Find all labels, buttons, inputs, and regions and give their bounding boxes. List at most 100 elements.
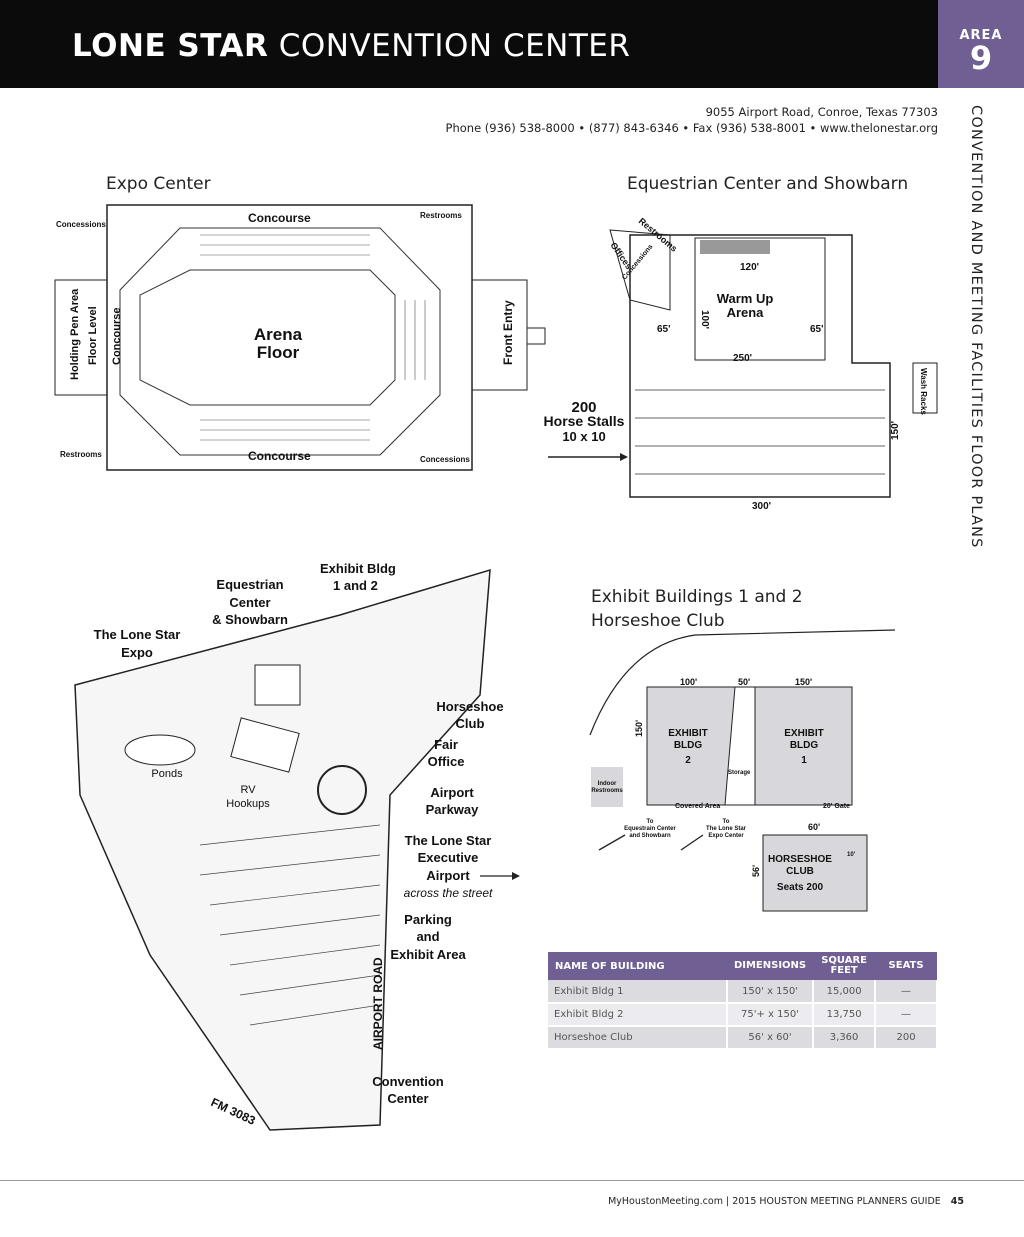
- to-eq-2: Equestrain Center: [624, 826, 676, 832]
- label-concourse: Concourse: [248, 211, 311, 225]
- to-eq-1: To: [647, 819, 654, 825]
- label-exec-3: Airport: [426, 868, 470, 883]
- label-expo-2: Expo: [121, 645, 153, 660]
- label-rv-1: RV: [240, 784, 256, 796]
- label-convention-2: Center: [387, 1091, 428, 1106]
- phone-fax-web: Phone (936) 538-8000 • (877) 843-6346 • …: [445, 121, 938, 135]
- equestrian-title: Equestrian Center and Showbarn: [627, 174, 909, 194]
- label-exec-1: The Lone Star: [405, 833, 492, 848]
- label-floor: Floor: [257, 343, 300, 362]
- b1-3: 1: [801, 755, 807, 766]
- col-square-feet: SQUARE FEET: [813, 952, 876, 980]
- cell: Exhibit Bldg 1: [548, 980, 728, 1004]
- label-storage: Storage: [728, 770, 751, 776]
- label-arena: Arena: [727, 305, 765, 320]
- col-seats: SEATS: [875, 952, 937, 980]
- label-parking-2: and: [416, 929, 439, 944]
- label-pkwy-1: Airport: [430, 785, 474, 800]
- page-title: LONE STAR CONVENTION CENTER: [72, 28, 630, 64]
- dim-10: 10': [847, 852, 856, 858]
- stalls-grid: [635, 389, 885, 475]
- equestrian-floorplan: Restrooms Offices Concessions 120' 100' …: [544, 216, 938, 512]
- page-number: 45: [950, 1196, 964, 1207]
- footer-text: MyHoustonMeeting.com | 2015 HOUSTON MEET…: [608, 1196, 941, 1207]
- cell: —: [875, 1003, 938, 1027]
- label-exhibit-2: 1 and 2: [333, 578, 378, 593]
- footer: MyHoustonMeeting.com | 2015 HOUSTON MEET…: [608, 1196, 964, 1207]
- b2-1: EXHIBIT: [668, 728, 707, 739]
- cell: 56' x 60': [726, 1026, 815, 1050]
- cell: 150' x 150': [726, 980, 815, 1004]
- col-name: NAME OF BUILDING: [548, 952, 727, 980]
- label-concessions-br: Concessions: [420, 455, 470, 464]
- cell: 13,750: [813, 1003, 877, 1027]
- cell: Exhibit Bldg 2: [548, 1003, 728, 1027]
- header-bar: LONE STAR CONVENTION CENTER: [0, 0, 938, 88]
- label-stalls-count: 200: [571, 399, 596, 416]
- label-stall-size: 10 x 10: [562, 429, 605, 444]
- dim-250: 250': [733, 353, 752, 364]
- hs-1: HORSESHOE: [768, 854, 832, 865]
- label-horseshoe-2: Club: [456, 716, 485, 731]
- arrow-icon: [512, 872, 520, 880]
- label-horse-stalls: Horse Stalls: [544, 413, 625, 429]
- exhibit-title-1: Exhibit Buildings 1 and 2: [591, 587, 803, 607]
- hs-2: CLUB: [786, 866, 814, 877]
- label-holding-pen: Holding Pen Area: [69, 288, 81, 380]
- title-rest: CONVENTION CENTER: [278, 28, 631, 64]
- to-eq-3: and Showbarn: [629, 833, 671, 839]
- b1-2: BLDG: [790, 740, 819, 751]
- label-equestrian-1: Equestrian: [216, 577, 283, 592]
- dim-56: 56': [751, 865, 761, 877]
- cell: 3,360: [813, 1026, 877, 1050]
- label-restrooms-bl: Restrooms: [60, 450, 102, 459]
- label-across: across the street: [404, 886, 493, 900]
- arrow-icon: [598, 834, 626, 851]
- label-arena: Arena: [254, 325, 303, 344]
- to-expo-2: The Lone Star: [706, 826, 747, 832]
- label-airport-road: AIRPORT ROAD: [371, 957, 385, 1050]
- label-restrooms: Restrooms: [420, 211, 462, 220]
- dim-60: 60': [808, 822, 820, 832]
- address: 9055 Airport Road, Conroe, Texas 77303: [705, 105, 938, 119]
- label-equestrian-2: Center: [229, 595, 270, 610]
- indoor-1: Indoor: [598, 781, 617, 787]
- label-concessions: Concessions: [56, 220, 106, 229]
- label-parking-3: Exhibit Area: [390, 947, 466, 962]
- cell: 200: [875, 1026, 938, 1050]
- label-exec-2: Executive: [418, 850, 479, 865]
- label-ponds: Ponds: [151, 768, 183, 780]
- label-gate: 20' Gate: [823, 803, 850, 810]
- label-floor-level: Floor Level: [87, 306, 99, 365]
- label-exhibit-1: Exhibit Bldg: [320, 561, 396, 576]
- dim-120: 120': [740, 262, 759, 273]
- col-dimensions: DIMENSIONS: [726, 952, 814, 980]
- label-concourse-left: Concourse: [111, 308, 123, 365]
- site-map: Exhibit Bldg 1 and 2 Equestrian Center &…: [74, 561, 520, 1131]
- label-warm-up: Warm Up: [717, 291, 774, 306]
- title-bold: LONE STAR: [72, 28, 269, 64]
- dim-150v: 150': [634, 720, 644, 737]
- label-pkwy-2: Parkway: [426, 802, 480, 817]
- label-parking-1: Parking: [404, 912, 452, 927]
- contact-info: 9055 Airport Road, Conroe, Texas 77303 P…: [446, 104, 938, 136]
- expo-center-floorplan: Concessions Concourse Restrooms Holding …: [54, 204, 546, 471]
- label-concourse-bottom: Concourse: [248, 449, 311, 463]
- label-fair-1: Fair: [434, 737, 458, 752]
- footer-divider: [0, 1180, 1024, 1181]
- exhibit-floorplan: 100' 50' 150' 150' EXHIBIT BLDG 2 EXHIBI…: [589, 629, 896, 912]
- b2-3: 2: [685, 755, 691, 766]
- dim-100: 100': [680, 677, 697, 687]
- hs-3: Seats 200: [777, 882, 824, 893]
- indoor-2: Restrooms: [591, 788, 623, 794]
- arrow-icon: [680, 834, 704, 851]
- dim-100: 100': [699, 310, 710, 329]
- exhibit-title-2: Horseshoe Club: [591, 611, 725, 631]
- expo-title: Expo Center: [106, 174, 211, 194]
- label-covered: Covered Area: [675, 803, 720, 810]
- to-expo-3: Expo Center: [708, 833, 744, 839]
- side-title: CONVENTION AND MEETING FACILITIES FLOOR …: [968, 105, 984, 549]
